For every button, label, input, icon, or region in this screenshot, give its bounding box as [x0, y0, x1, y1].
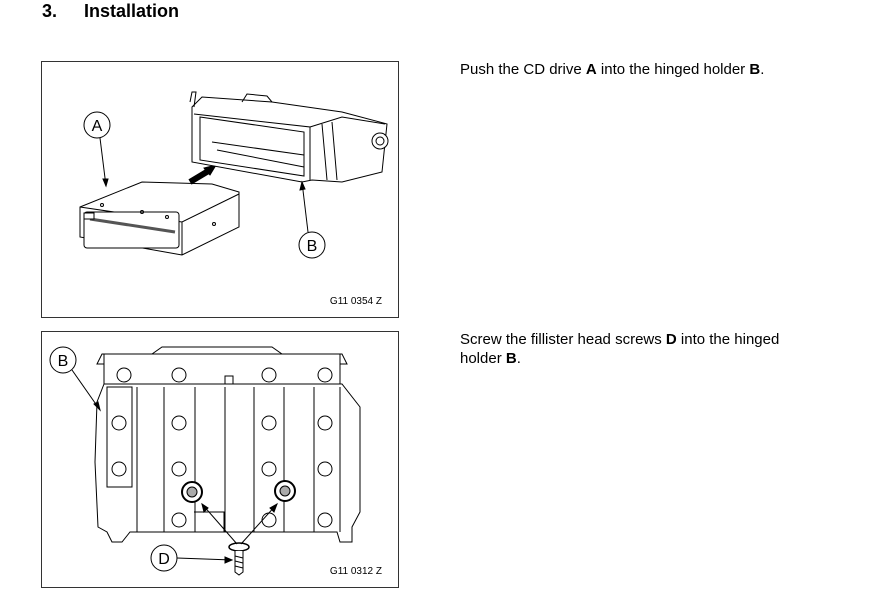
text: into the hinged holder: [596, 61, 750, 78]
callout-b: B: [58, 353, 69, 370]
section-heading: 3. Installation: [42, 1, 179, 22]
screw-illustration: [228, 542, 250, 576]
label-b: B: [749, 61, 761, 78]
label-a: A: [585, 61, 597, 78]
section-number: 3.: [42, 1, 58, 21]
text: into the hinged holder: [460, 331, 780, 367]
step-2-text: Screw the fillister head screws D into t…: [460, 330, 805, 368]
section-title: Installation: [84, 1, 180, 21]
step-1-text: Push the CD drive A into the hinged hold…: [460, 60, 820, 79]
label-b: B: [505, 350, 517, 367]
text: Push the CD drive: [460, 61, 586, 78]
callout-a: A: [92, 118, 103, 135]
figure-cd-drive-insert: A B G11 0354 Z: [41, 61, 399, 318]
figure-code: G11 0354 Z: [330, 296, 382, 307]
text: .: [760, 61, 765, 78]
holder-bottom-illustration: [94, 346, 361, 543]
hinged-holder-illustration: [189, 91, 389, 183]
cd-drive-illustration: [79, 181, 240, 256]
callout-d: D: [158, 551, 170, 568]
label-d: D: [665, 331, 677, 348]
callout-b: B: [307, 238, 318, 255]
text: Screw the fillister head screws: [460, 331, 666, 348]
figure-code: G11 0312 Z: [330, 566, 382, 577]
text: .: [516, 350, 521, 367]
figure-screws: B D G11 0312 Z: [41, 331, 399, 588]
